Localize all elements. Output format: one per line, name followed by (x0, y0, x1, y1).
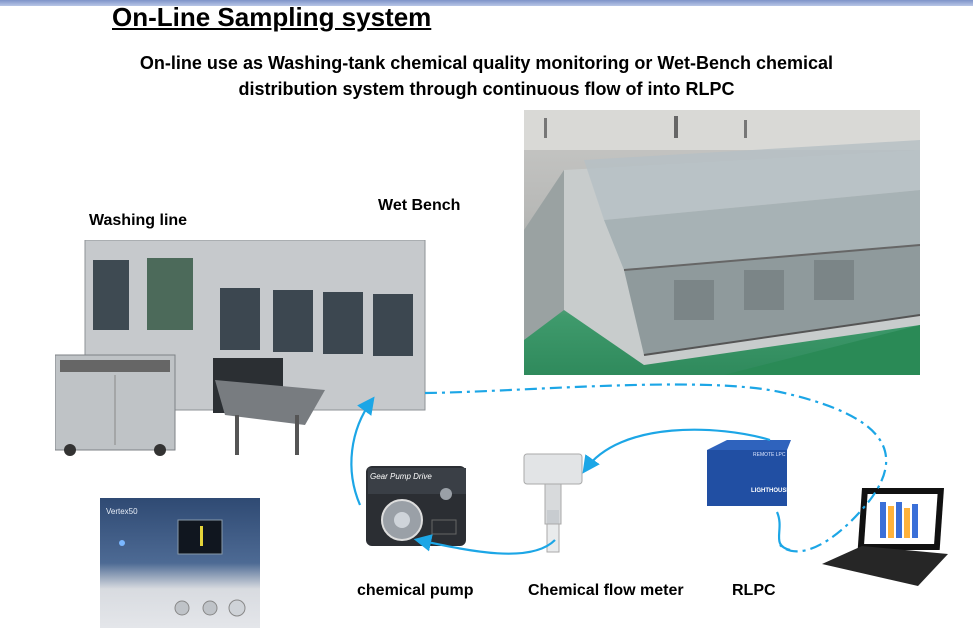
flow-line-rlpc-drain (775, 511, 791, 552)
flow-line-pump-to-washing (350, 396, 375, 506)
chemical-pump-photo: Gear Pump Drive (362, 462, 472, 554)
page-subtitle: On-line use as Washing-tank chemical qua… (40, 50, 933, 102)
rlpc-panel-text: REMOTE LPC (753, 452, 786, 458)
flow-line-rlpc-to-meter (582, 428, 771, 474)
flow-line-bench-to-laptop (424, 383, 888, 553)
vertex-model-text: Vertex50 (106, 507, 138, 516)
washing-line-photo (55, 240, 435, 465)
rlpc-photo: REMOTE LPC LIGHTHOUSE (705, 440, 791, 510)
top-accent-bar (0, 0, 973, 6)
vertex-panel-photo: Vertex50 (100, 498, 260, 628)
laptop-photo (822, 488, 952, 588)
page-title: On-Line Sampling system (112, 2, 432, 32)
label-rlpc: RLPC (732, 582, 776, 599)
subtitle-line-2: distribution system through continuous f… (238, 79, 735, 99)
rlpc-logo-text: LIGHTHOUSE (751, 488, 791, 494)
label-wet-bench: Wet Bench (378, 197, 461, 214)
subtitle-line-1: On-line use as Washing-tank chemical qua… (139, 53, 834, 73)
label-chemical-pump: chemical pump (357, 582, 474, 599)
wet-bench-photo (524, 110, 920, 375)
flow-line-meter-to-pump (413, 534, 556, 555)
pump-panel-text: Gear Pump Drive (370, 472, 432, 481)
label-washing-line: Washing line (89, 212, 188, 229)
label-flow-meter: Chemical flow meter (528, 582, 684, 599)
